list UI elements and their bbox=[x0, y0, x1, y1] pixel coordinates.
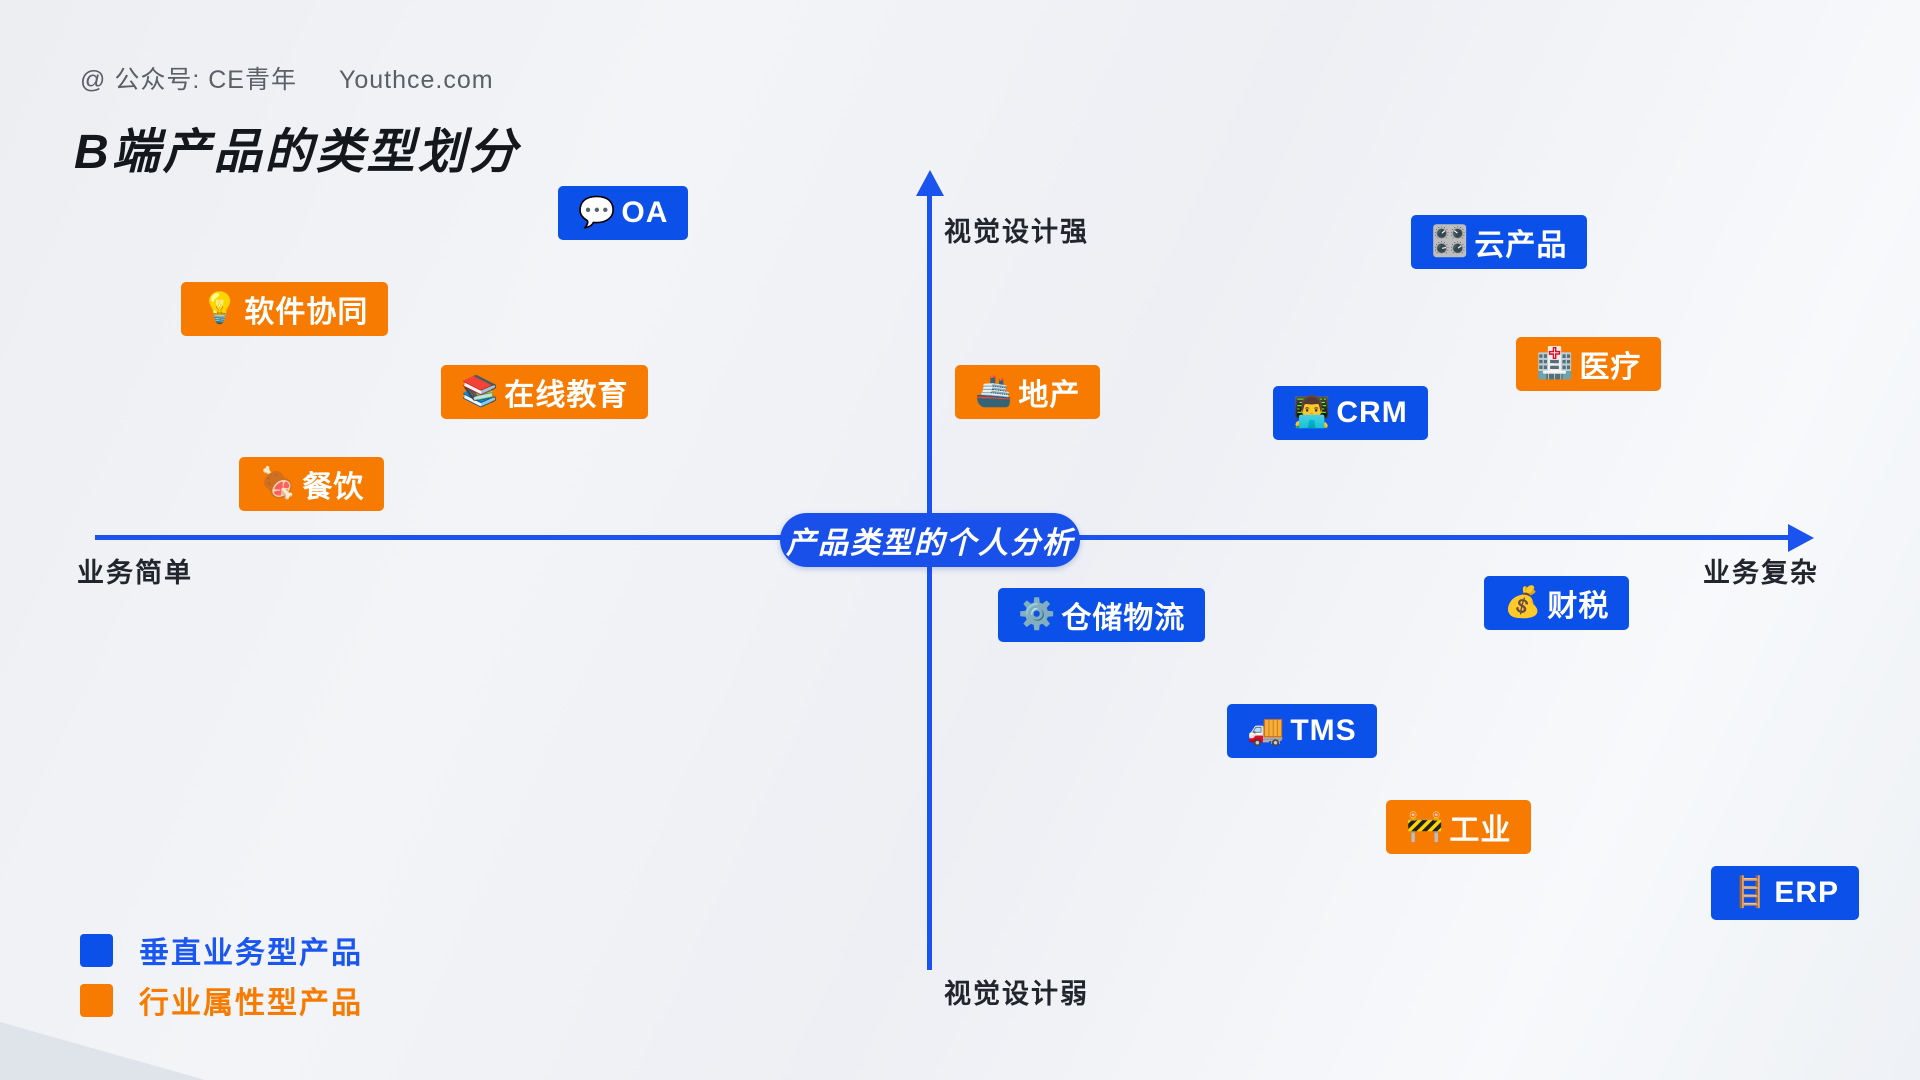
x-axis-left-label: 业务简单 bbox=[77, 558, 193, 588]
product-label: 云产品 bbox=[1474, 229, 1568, 262]
product-box-医疗: 🏥医疗 bbox=[1516, 337, 1662, 391]
product-label: OA bbox=[621, 196, 669, 229]
product-box-oa: 💬OA bbox=[558, 186, 689, 240]
ship-icon: 🚢 bbox=[975, 375, 1014, 408]
product-box-财税: 💰财税 bbox=[1484, 576, 1630, 630]
product-box-云产品: 🎛️云产品 bbox=[1411, 215, 1588, 269]
page-title: B端产品的类型划分 bbox=[74, 126, 520, 179]
y-axis-arrow-icon bbox=[916, 170, 944, 196]
watermark: @ 公众号: CE青年 Youthce.com bbox=[80, 60, 494, 96]
y-axis-top-label: 视觉设计强 bbox=[944, 217, 1089, 247]
product-label: 仓储物流 bbox=[1061, 602, 1186, 635]
gear-icon: ⚙️ bbox=[1018, 598, 1057, 631]
product-box-crm: 👨‍💻CRM bbox=[1273, 386, 1428, 440]
ladder-icon: 🪜 bbox=[1731, 876, 1770, 909]
product-box-地产: 🚢地产 bbox=[955, 365, 1101, 419]
product-label: 地产 bbox=[1018, 379, 1081, 412]
product-label: 在线教育 bbox=[504, 379, 629, 412]
control-knobs-icon: 🎛️ bbox=[1431, 225, 1470, 258]
legend-item-industry: 行业属性型产品 bbox=[80, 983, 363, 1020]
center-label: 产品类型的个人分析 bbox=[780, 513, 1080, 567]
product-label: ERP bbox=[1774, 876, 1840, 909]
product-label: 餐饮 bbox=[302, 471, 365, 504]
x-axis-arrow-icon bbox=[1788, 523, 1814, 552]
y-axis-line bbox=[927, 192, 932, 970]
product-box-仓储物流: ⚙️仓储物流 bbox=[998, 588, 1206, 642]
product-label: 医疗 bbox=[1579, 351, 1642, 384]
meat-on-bone-icon: 🍖 bbox=[259, 467, 298, 500]
hospital-icon: 🏥 bbox=[1536, 347, 1575, 380]
man-technologist-icon: 👨‍💻 bbox=[1293, 396, 1332, 429]
watermark-site: Youthce.com bbox=[338, 66, 494, 94]
x-axis-right-label: 业务复杂 bbox=[1703, 558, 1819, 588]
product-label: TMS bbox=[1290, 714, 1357, 747]
legend-item-vertical: 垂直业务型产品 bbox=[80, 933, 363, 970]
product-label: 软件协同 bbox=[244, 296, 369, 329]
product-box-工业: 🚧工业 bbox=[1386, 800, 1532, 854]
books-icon: 📚 bbox=[461, 375, 500, 408]
product-box-软件协同: 💡软件协同 bbox=[181, 282, 389, 336]
product-box-tms: 🚚TMS bbox=[1227, 704, 1377, 758]
legend-swatch-blue bbox=[80, 933, 113, 967]
product-box-在线教育: 📚在线教育 bbox=[441, 365, 649, 419]
legend-swatch-orange bbox=[80, 983, 113, 1017]
delivery-truck-icon: 🚚 bbox=[1247, 714, 1286, 747]
watermark-handle: @ 公众号: CE青年 bbox=[80, 66, 297, 94]
product-label: 工业 bbox=[1449, 814, 1512, 847]
y-axis-bottom-label: 视觉设计弱 bbox=[944, 979, 1089, 1009]
legend-label: 垂直业务型产品 bbox=[139, 937, 363, 970]
light-bulb-icon: 💡 bbox=[201, 292, 240, 325]
product-box-餐饮: 🍖餐饮 bbox=[239, 457, 385, 511]
money-bag-icon: 💰 bbox=[1504, 586, 1543, 619]
product-box-erp: 🪜ERP bbox=[1711, 866, 1860, 920]
product-label: CRM bbox=[1336, 396, 1408, 429]
speech-balloon-icon: 💬 bbox=[578, 196, 617, 229]
product-label: 财税 bbox=[1547, 590, 1610, 623]
legend: 垂直业务型产品 行业属性型产品 bbox=[80, 933, 363, 1033]
construction-icon: 🚧 bbox=[1406, 810, 1445, 843]
legend-label: 行业属性型产品 bbox=[139, 987, 363, 1020]
